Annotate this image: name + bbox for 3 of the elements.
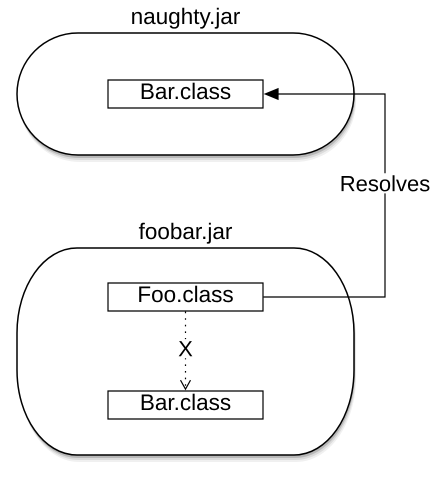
- edge-label: Resolves: [338, 173, 432, 194]
- container-title: foobar.jar: [138, 222, 232, 244]
- container-title: naughty.jar: [132, 8, 240, 29]
